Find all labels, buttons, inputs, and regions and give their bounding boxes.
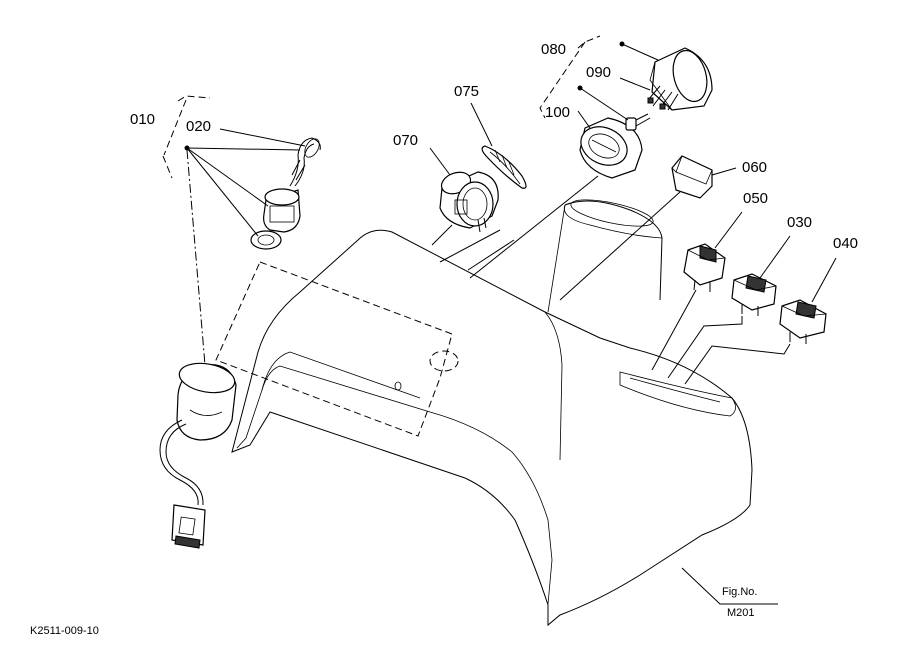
part-070-gauge (439, 171, 499, 233)
dash-panel-housing (231, 199, 753, 627)
mounting-hole-outline (429, 350, 459, 372)
label-050: 050 (743, 190, 768, 207)
drawing-code: K2511-009-10 (30, 625, 99, 637)
part-060-cover (671, 155, 713, 199)
label-070: 070 (393, 132, 418, 149)
label-040: 040 (833, 235, 858, 252)
figure-number: M201 (727, 607, 755, 619)
figure-caption: Fig.No. (722, 586, 757, 598)
part-010-switch-assembly (159, 362, 237, 549)
label-090: 090 (586, 64, 611, 81)
label-075: 075 (454, 83, 479, 100)
label-020: 020 (186, 118, 211, 135)
part-040-rocker-switch (779, 299, 827, 344)
part-050-rocker-switch (683, 243, 726, 292)
label-030: 030 (787, 214, 812, 231)
leader-lines (162, 35, 837, 605)
label-060: 060 (742, 159, 767, 176)
part-090-bulb (625, 113, 651, 131)
label-100: 100 (545, 104, 570, 121)
part-100-bezel (579, 117, 643, 179)
label-080: 080 (541, 41, 566, 58)
part-030-rocker-switch (731, 273, 777, 316)
part-020-key-switch (250, 137, 321, 250)
part-080-hour-meter (647, 47, 713, 111)
mounting-plate-outline (215, 261, 453, 437)
label-010: 010 (130, 111, 155, 128)
part-075-lens (481, 145, 527, 189)
